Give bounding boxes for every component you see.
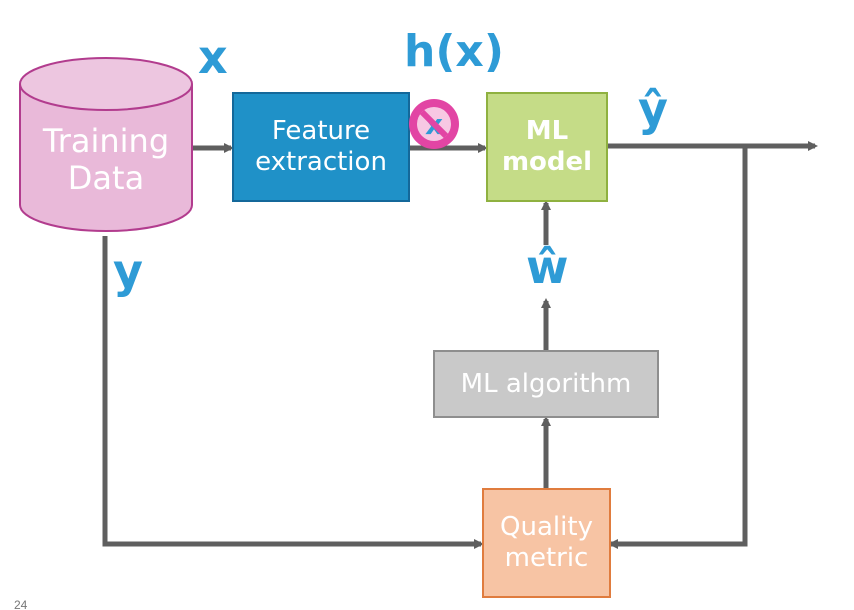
quality-metric-box: Quality metric bbox=[500, 511, 593, 573]
ml-algorithm-box-shape bbox=[433, 350, 659, 418]
label-hx: h(x) bbox=[404, 26, 504, 77]
arrow-yhat-feedback bbox=[608, 146, 748, 549]
label-yhat: ŷ bbox=[638, 82, 668, 136]
feature-extraction-box: Feature extraction bbox=[255, 115, 387, 177]
label-what: ŵ bbox=[526, 240, 569, 294]
forbidden-icon: x bbox=[409, 99, 459, 149]
ml-algorithm-box: ML algorithm bbox=[460, 369, 632, 399]
arrow-y-to-quality bbox=[102, 236, 484, 549]
slide-number: 24 bbox=[14, 598, 28, 610]
ml-model-box: ML model bbox=[501, 115, 593, 177]
label-x: x bbox=[198, 30, 228, 84]
feature-extraction-box-shape bbox=[232, 92, 410, 202]
label-y: y bbox=[113, 244, 143, 298]
training-data-label: Training Data bbox=[42, 122, 170, 197]
ml-model-box-shape bbox=[486, 92, 608, 202]
quality-metric-box-shape bbox=[482, 488, 611, 598]
training-data-cylinder bbox=[19, 57, 193, 232]
